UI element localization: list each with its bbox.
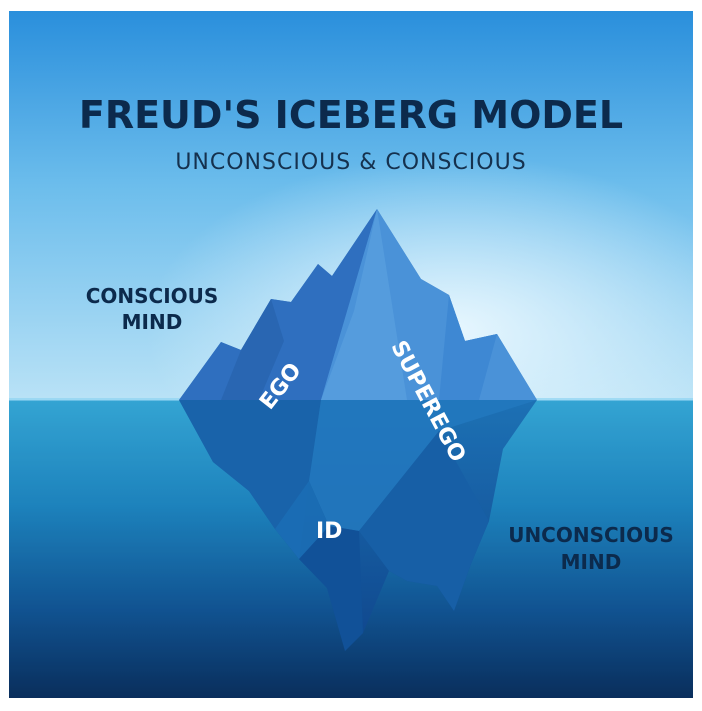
conscious-mind-label: CONSCIOUS MIND	[67, 283, 237, 335]
unconscious-label-line2: MIND	[560, 550, 622, 574]
iceberg-infographic: FREUD'S ICEBERG MODEL UNCONSCIOUS & CONS…	[9, 11, 693, 698]
conscious-label-line1: CONSCIOUS	[85, 284, 219, 308]
unconscious-mind-label: UNCONSCIOUS MIND	[486, 522, 693, 576]
unconscious-label-line1: UNCONSCIOUS	[508, 523, 674, 547]
page-subtitle: UNCONSCIOUS & CONSCIOUS	[175, 150, 527, 175]
page-title: FREUD'S ICEBERG MODEL	[78, 93, 624, 137]
conscious-label-line2: MIND	[121, 310, 183, 334]
id-label: ID	[316, 519, 343, 544]
iceberg-illustration	[9, 11, 693, 698]
iceberg-below-water	[179, 400, 537, 651]
iceberg-above-water	[179, 209, 537, 400]
